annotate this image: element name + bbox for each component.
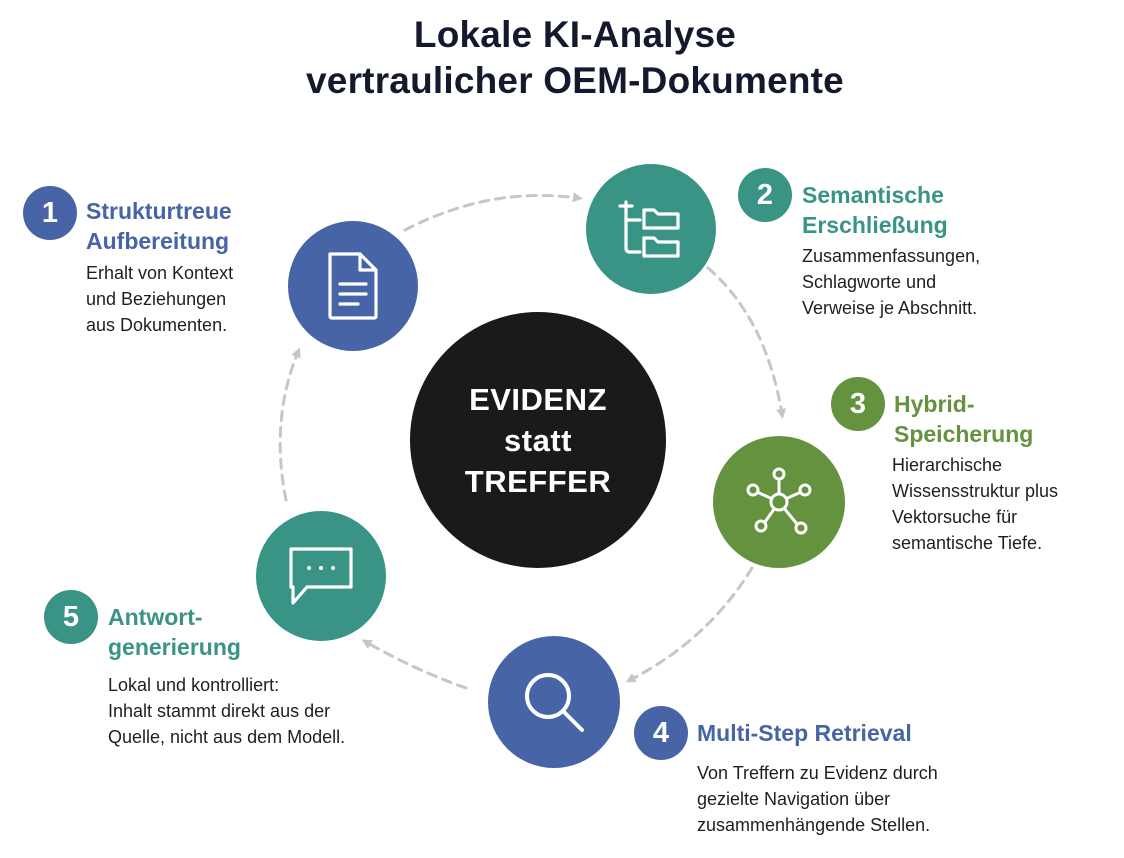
step-5-heading: Antwort- generierung bbox=[108, 604, 241, 660]
step-1-description: Erhalt von Kontext und Beziehungen aus D… bbox=[86, 263, 234, 335]
step-3-heading: Hybrid- Speicherung bbox=[894, 391, 1034, 447]
center-line-3: TREFFER bbox=[464, 463, 612, 499]
page-title: Lokale KI-Analyse vertraulicher OEM-Doku… bbox=[0, 12, 1124, 104]
step-2-number: 2 bbox=[738, 168, 792, 222]
step-3-circle bbox=[713, 436, 845, 568]
step-1-heading: Strukturtreue Aufbereitung bbox=[86, 198, 232, 254]
step-4-description: Von Treffern zu Evidenz durch gezielte N… bbox=[697, 763, 938, 835]
step-2-heading: Semantische Erschließung bbox=[802, 182, 948, 238]
step-5-number: 5 bbox=[44, 590, 98, 644]
step-3-description: Hierarchische Wissensstruktur plus Vekto… bbox=[892, 455, 1059, 553]
title-line-1: Lokale KI-Analyse bbox=[413, 14, 737, 55]
step-5-circle bbox=[256, 511, 386, 641]
step-1-number: 1 bbox=[23, 186, 77, 240]
network-icon bbox=[746, 467, 812, 535]
step-4-number: 4 bbox=[634, 706, 688, 760]
step-4-heading: Multi-Step Retrieval bbox=[697, 720, 912, 746]
step-4-circle bbox=[488, 636, 620, 768]
step-1-circle bbox=[288, 221, 418, 351]
step-3-number: 3 bbox=[831, 377, 885, 431]
center-line-1: EVIDENZ bbox=[469, 381, 607, 417]
center-line-2: statt bbox=[504, 422, 572, 458]
title-line-2: vertraulicher OEM-Dokumente bbox=[306, 60, 844, 101]
arrow-1-to-2 bbox=[403, 192, 583, 232]
search-icon bbox=[525, 673, 584, 732]
arrow-5-to-1 bbox=[278, 347, 301, 502]
step-5-description: Lokal und kontrolliert: Inhalt stammt di… bbox=[108, 675, 346, 747]
step-2-circle bbox=[586, 164, 716, 294]
arrow-3-to-4 bbox=[625, 566, 754, 683]
center-circle: EVIDENZ statt TREFFER bbox=[410, 312, 666, 568]
arrow-2-to-3 bbox=[706, 266, 787, 419]
chat-icon bbox=[289, 547, 353, 605]
arrow-4-to-5 bbox=[361, 639, 468, 690]
folder-tree-icon bbox=[618, 200, 680, 258]
document-icon bbox=[328, 252, 378, 320]
step-2-description: Zusammenfassungen, Schlagworte und Verwe… bbox=[802, 246, 981, 318]
